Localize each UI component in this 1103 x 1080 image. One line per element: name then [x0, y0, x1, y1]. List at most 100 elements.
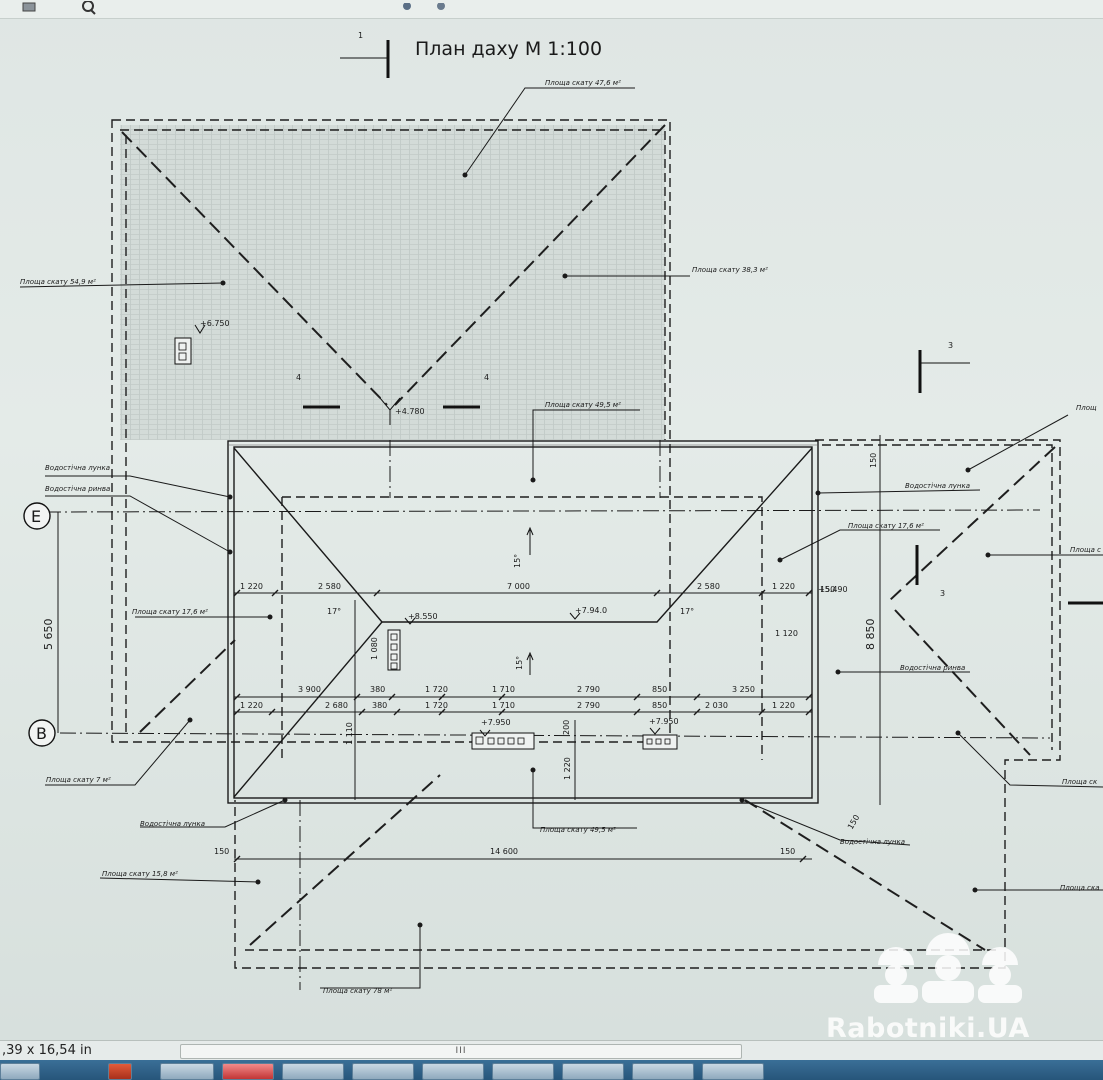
- slope-angle: 17°: [327, 607, 341, 616]
- taskbar-button[interactable]: [492, 1063, 554, 1080]
- roof-outline-right: [234, 439, 1061, 969]
- dimension-value: 2 680: [325, 701, 348, 710]
- slope-area-label: Площа скату 49,5 м²: [540, 826, 616, 834]
- workers-logo-icon: [874, 933, 1022, 1003]
- hip-ridge-line: [394, 124, 666, 406]
- toolbar-button-icon[interactable]: [398, 0, 416, 16]
- toolbar-button-icon[interactable]: [432, 0, 450, 16]
- drain-label: Водостічна лунка: [840, 838, 905, 846]
- hip-ridge-line: [894, 609, 1031, 756]
- dimension-value: 2 030: [705, 701, 728, 710]
- taskbar: [0, 1060, 1103, 1080]
- level-mark: +8.550: [408, 612, 438, 621]
- taskbar-button[interactable]: [0, 1063, 40, 1080]
- level-mark: +7.94.0: [575, 606, 607, 615]
- slope-angle: 15°: [515, 656, 524, 670]
- taskbar-button[interactable]: [562, 1063, 624, 1080]
- dimension-value: 200: [562, 720, 571, 735]
- dimension-value: 150: [780, 847, 795, 856]
- roof-slope-upper: [120, 125, 665, 440]
- dimension-value: 150: [820, 585, 835, 594]
- dimension-total: 14 600: [490, 847, 518, 856]
- chimney: [471, 732, 535, 750]
- dimension-value: 1 220: [563, 757, 572, 780]
- dimension-value: 3 250: [732, 685, 755, 694]
- slope-area-label: Площа скату 7 м²: [46, 776, 111, 784]
- dimension-value: 850: [652, 701, 667, 710]
- watermark-text: Rabotniki.UA: [826, 1013, 1030, 1044]
- slope-area-label: Площа ск: [1062, 778, 1098, 786]
- drain-label: Водостічна лунка: [45, 464, 110, 472]
- axis-letter: В: [36, 724, 47, 743]
- scrollbar-grip[interactable]: III: [455, 1046, 467, 1056]
- dimension-value: 380: [372, 701, 387, 710]
- slope-area-label: Площа скату 47,6 м²: [545, 79, 621, 87]
- section-number: 3: [948, 341, 953, 350]
- roof-plan-drawing: План даху М 1:100 1 3 4 4 3 Площа скату …: [19, 31, 1103, 995]
- taskbar-button[interactable]: [352, 1063, 414, 1080]
- taskbar-button[interactable]: [702, 1063, 764, 1080]
- dimension-value: 1 080: [370, 637, 379, 660]
- hip-ridge-line: [249, 774, 441, 946]
- horizontal-scrollbar[interactable]: III: [180, 1044, 742, 1059]
- slope-area-label: Площа скату 15,8 м²: [102, 870, 178, 878]
- slope-area-label: Площа скату 38,3 м²: [692, 266, 768, 274]
- print-icon[interactable]: [20, 0, 38, 16]
- level-mark: +6.750: [200, 319, 230, 328]
- hip-ridge-line: [744, 799, 986, 951]
- status-bar: ,39 x 16,54 in III: [0, 1040, 1103, 1061]
- slope-area-label: Площа скату 49,5 м²: [545, 401, 621, 409]
- dimension-value: 1 220: [772, 582, 795, 591]
- inner-wall-outline: [282, 496, 763, 760]
- taskbar-app-icon[interactable]: [108, 1063, 132, 1080]
- main-roof-outline: [227, 440, 819, 804]
- dimension-value: 150: [869, 453, 878, 468]
- level-mark: +5.490: [818, 585, 848, 594]
- roof-outline-upper: [111, 119, 671, 743]
- dimension-value: 1 720: [425, 685, 448, 694]
- slope-area-label: Площа скату 17,6 м²: [848, 522, 924, 530]
- dimension-value: 1 220: [240, 701, 263, 710]
- taskbar-app-icon[interactable]: [222, 1063, 274, 1080]
- slope-area-label: Площа с: [1070, 546, 1101, 554]
- section-number: 1: [358, 31, 363, 40]
- taskbar-button[interactable]: [160, 1063, 214, 1080]
- watermark: Rabotniki.UA: [820, 925, 1080, 1055]
- chimney: [642, 734, 678, 750]
- section-number: 4: [484, 373, 489, 382]
- axis-bubble-e: [23, 502, 51, 530]
- dimension-value: 2 790: [577, 685, 600, 694]
- hip-ridge-line: [889, 446, 1056, 601]
- dimension-value: 2 790: [577, 701, 600, 710]
- slope-area-label: Площа скату 17,6 м²: [132, 608, 208, 616]
- dimension-value: 1 110: [345, 722, 354, 745]
- section-number: 4: [296, 373, 301, 382]
- dimension-value: 1 120: [775, 629, 798, 638]
- axis-line-b: [59, 732, 1051, 739]
- dimension-value: 1 220: [240, 582, 263, 591]
- slope-area-label: Площа скату 78 м²: [323, 987, 392, 995]
- page-dimensions: ,39 x 16,54 in: [2, 1043, 92, 1058]
- dimension-value: 380: [370, 685, 385, 694]
- level-mark: +4.780: [395, 407, 425, 416]
- level-mark: +7.950: [481, 718, 511, 727]
- slope-area-label: Площа ска: [1060, 884, 1100, 892]
- dimension-value: 1 220: [772, 701, 795, 710]
- taskbar-button[interactable]: [282, 1063, 344, 1080]
- dimension-value: 2 580: [318, 582, 341, 591]
- main-ridge: [233, 447, 813, 623]
- top-toolbar: [0, 0, 1103, 19]
- drain-label: Водостічна лунка: [140, 820, 205, 828]
- drawing-title: План даху М 1:100: [415, 38, 602, 60]
- zoom-icon[interactable]: [80, 0, 98, 16]
- drain-label: Водостічна ринва: [45, 485, 110, 493]
- axis-line-e: [44, 509, 1041, 513]
- taskbar-button[interactable]: [422, 1063, 484, 1080]
- slope-area-label: Площ: [1076, 404, 1097, 412]
- slope-angle: 15°: [513, 554, 522, 568]
- dimension-value: 5 650: [42, 619, 55, 651]
- roof-outline-right-inner: [822, 444, 1053, 750]
- slope-angle: 17°: [680, 607, 694, 616]
- dimension-value: 850: [652, 685, 667, 694]
- taskbar-button[interactable]: [632, 1063, 694, 1080]
